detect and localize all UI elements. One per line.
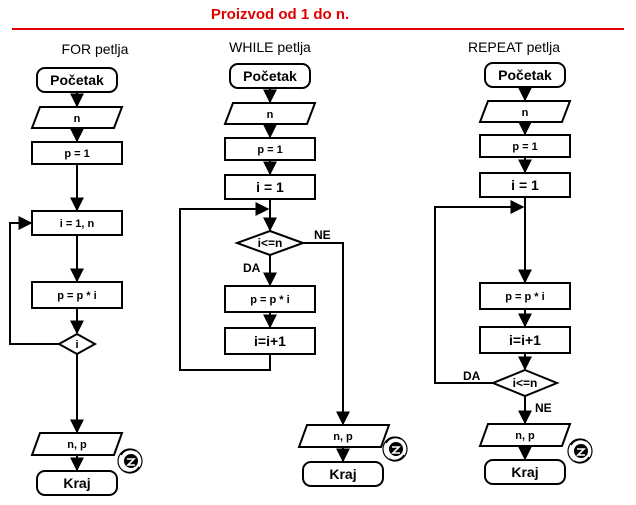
for-init-label: p = 1 xyxy=(64,148,89,160)
while-increment-label: i=i+1 xyxy=(254,333,286,349)
repeat-yes-label: DA xyxy=(463,369,481,383)
repeat-body-label: p = p * i xyxy=(505,291,544,303)
while-no-label: NE xyxy=(314,228,331,242)
repeat-no-label: NE xyxy=(535,401,552,415)
repeat-input-parallelogram xyxy=(478,100,572,123)
while-end-terminal xyxy=(302,461,384,487)
for-body-label: p = p * i xyxy=(57,290,96,302)
while-body-label: p = p * i xyxy=(250,294,289,306)
for-input-label: n xyxy=(74,113,81,125)
for-input-parallelogram xyxy=(30,106,124,129)
for-header: FOR petlja xyxy=(62,41,129,57)
repeat-increment-box xyxy=(479,326,571,354)
for-start-label: Početak xyxy=(50,72,104,88)
repeat-flowchart: REPEAT petlja Početak n p = 1 i = 1 p = … xyxy=(434,39,572,485)
for-end-label: Kraj xyxy=(63,475,90,491)
page-title: Proizvod od 1 do n. xyxy=(210,6,350,23)
while-output-label: n, p xyxy=(333,431,353,443)
repeat-init-i-label: i = 1 xyxy=(511,177,539,193)
while-increment-box xyxy=(224,327,316,355)
while-yes-label: DA xyxy=(243,261,261,275)
while-start-label: Početak xyxy=(243,68,297,84)
for-output-label: n, p xyxy=(67,439,87,451)
while-loop-back-edge xyxy=(179,202,271,371)
while-init-i-box xyxy=(224,174,316,200)
stop-sign-icon xyxy=(117,448,143,474)
repeat-output-parallelogram xyxy=(478,423,572,447)
repeat-condition-label: i<=n xyxy=(513,376,538,390)
while-header: WHILE petlja xyxy=(229,39,311,55)
while-input-parallelogram xyxy=(223,102,317,125)
while-init-p-label: p = 1 xyxy=(257,144,282,156)
while-exit-edge xyxy=(303,242,350,426)
for-loop-box xyxy=(31,210,123,236)
repeat-start-label: Početak xyxy=(498,67,552,83)
repeat-end-label: Kraj xyxy=(511,464,538,480)
repeat-input-label: n xyxy=(522,107,529,119)
for-end-terminal xyxy=(36,470,118,496)
for-loop-end-label: i xyxy=(75,339,78,351)
while-end-label: Kraj xyxy=(329,466,356,482)
for-loop-label: i = 1, n xyxy=(60,218,95,230)
for-loop-back-edge xyxy=(9,216,59,345)
repeat-header: REPEAT petlja xyxy=(468,39,560,55)
while-init-i-label: i = 1 xyxy=(256,179,284,195)
while-condition-label: i<=n xyxy=(258,236,283,250)
stop-sign-icon xyxy=(567,438,593,464)
while-input-label: n xyxy=(267,109,274,121)
for-flowchart: FOR petlja Početak n p = 1 i = 1, n p = … xyxy=(9,41,129,496)
while-output-parallelogram xyxy=(297,424,391,448)
title-underline xyxy=(12,28,624,30)
for-output-parallelogram xyxy=(30,432,124,456)
repeat-loop-back-edge xyxy=(434,200,525,384)
repeat-increment-label: i=i+1 xyxy=(509,332,541,348)
stop-sign-icon xyxy=(382,436,408,462)
repeat-body-box xyxy=(479,282,571,310)
while-flowchart: WHILE petlja Početak n p = 1 i = 1 i<=n … xyxy=(179,39,391,487)
repeat-output-label: n, p xyxy=(515,430,535,442)
repeat-end-terminal xyxy=(484,459,566,485)
repeat-init-p-label: p = 1 xyxy=(512,141,537,153)
